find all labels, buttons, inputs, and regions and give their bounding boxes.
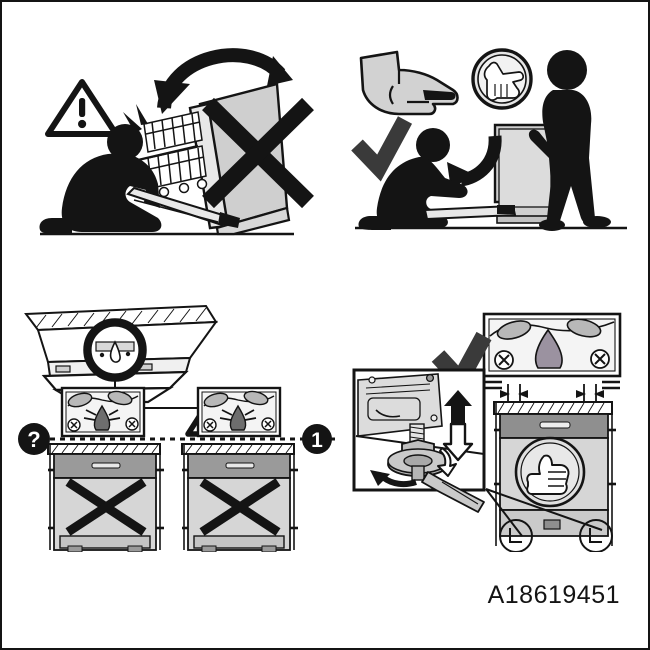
turn-direction-arrow [370,470,417,488]
kneeling-person-figure [358,128,468,230]
transport-bolt-detail-removed [482,312,622,378]
prohibition-cross-left [65,478,147,536]
panel-top-right-figure [351,48,627,231]
panel-bottom-right-figure [352,312,622,552]
protective-glove-icon [471,48,533,110]
prohibition-cross-right [199,478,281,536]
transport-bolt-detail-right [196,386,282,438]
detail-leader-lines [485,488,603,537]
foot-circle-right [579,519,613,552]
standing-person-figure [528,50,611,231]
panel-bottom-right: ✓ [338,284,644,552]
warning-triangle-icon [45,79,119,137]
panel-top-left: X [12,12,332,252]
magnifier-circle-icon [83,318,147,408]
panel-bottom-left-figure: ? 1 [18,304,340,552]
transport-bolt-detail-left [60,386,146,438]
step-badge-label: 1 [311,429,323,452]
pallet-board [423,204,517,221]
check-mark-icon [351,116,413,182]
foot-circle-left [499,519,533,552]
appliance-front [485,401,616,552]
up-arrow-icon [444,390,472,430]
kneeling-person-figure [39,124,162,234]
down-arrow-icon [442,422,474,462]
prohibition-cross [202,97,314,209]
wrench-icon [421,471,485,513]
clearance-dimensions [484,380,620,390]
appliance-front-left [47,443,164,552]
rotate-arrow-icon [437,447,457,477]
levelling-foot-detail-box [352,368,486,513]
document-code: A18619451 [487,581,620,609]
dishwasher-racks [137,111,208,198]
question-badge-label: ? [27,427,40,452]
pointing-hand-icon [359,50,459,116]
thumbs-up-icon [514,436,586,508]
lever-tool [126,186,240,228]
rotation-arrow-icon [154,48,293,114]
panel-top-right: ✓ [337,12,642,252]
panel-top-left-figure [39,48,314,236]
step-badge: 1 [302,424,332,454]
panel-bottom-left: ? 1 [10,284,340,552]
question-badge: ? [18,423,50,455]
appliance-front-right [181,443,298,552]
